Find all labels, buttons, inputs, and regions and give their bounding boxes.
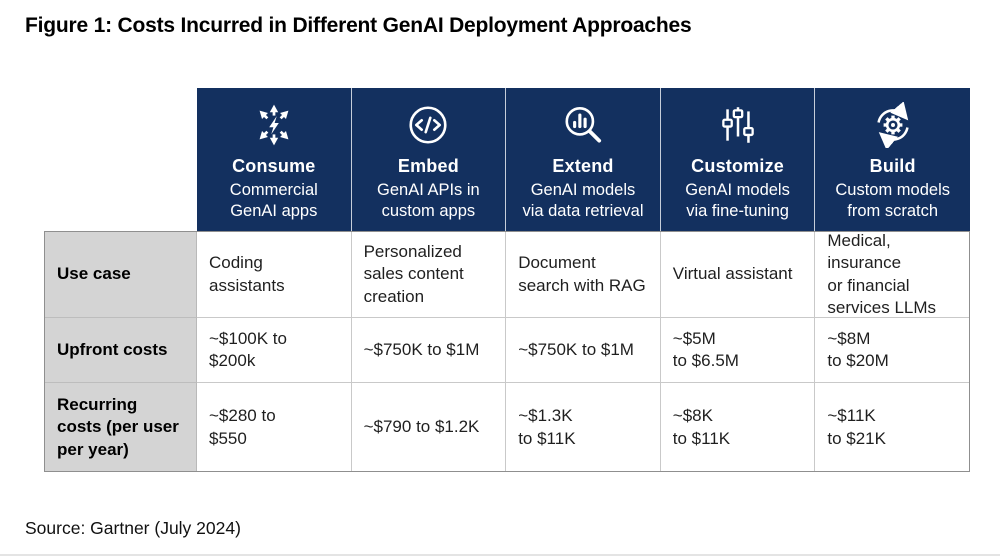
column-header-embed: Embed GenAI APIs in custom apps [351,88,507,232]
table-cell: ~$790 to $1.2K [351,383,507,472]
column-header-consume: Consume Commercial GenAI apps [197,88,352,232]
column-subtitle: GenAI models via fine-tuning [685,181,790,220]
column-subtitle: Commercial GenAI apps [229,181,318,220]
table-cell: ~$11K to $21K [815,383,970,472]
column-name: Consume [232,156,316,176]
table-cell: ~$750K to $1M [506,318,661,383]
column-name: Extend [552,156,614,176]
sliders-icon [715,99,761,151]
scatter-arrows-bolt-icon [251,99,297,151]
row-label-use-case: Use case [45,232,197,318]
code-circle-icon [405,99,451,151]
column-name: Build [869,156,916,176]
bottom-divider [0,554,1000,556]
source-caption: Source: Gartner (July 2024) [25,518,241,538]
cost-table: Consume Commercial GenAI apps Embed GenA… [45,88,970,472]
column-subtitle: GenAI APIs in custom apps [377,181,480,220]
column-header-customize: Customize GenAI models via fine-tuning [660,88,816,232]
table-cell: ~$5M to $6.5M [660,318,816,383]
table-corner-spacer [45,88,197,232]
column-header-build: Build Custom models from scratch [815,88,970,232]
magnifier-chart-icon [560,99,606,151]
table-cell: Coding assistants [197,232,352,318]
gear-cycle-icon [870,99,916,151]
table-cell: Medical, insurance or financial services… [815,231,970,318]
figure-title: Figure 1: Costs Incurred in Different Ge… [25,14,692,37]
table-cell: ~$8K to $11K [660,383,816,472]
row-label-recurring-costs: Recurring costs (per user per year) [45,383,197,472]
column-name: Embed [397,156,459,176]
column-subtitle: GenAI models via data retrieval [522,181,644,220]
table-cell: ~$750K to $1M [351,318,507,383]
table-cell: ~$100K to $200k [197,318,352,383]
table-cell: ~$1.3K to $11K [506,383,661,472]
column-subtitle: Custom models from scratch [835,181,950,220]
table-cell: Document search with RAG [506,232,661,318]
column-header-extend: Extend GenAI models via data retrieval [506,88,661,232]
table-cell: Virtual assistant [660,232,816,318]
table-cell: ~$280 to $550 [197,383,352,472]
table-cell: Personalized sales content creation [351,232,507,318]
table-cell: ~$8M to $20M [815,318,970,383]
row-label-upfront-costs: Upfront costs [45,318,197,383]
column-name: Customize [691,156,784,176]
